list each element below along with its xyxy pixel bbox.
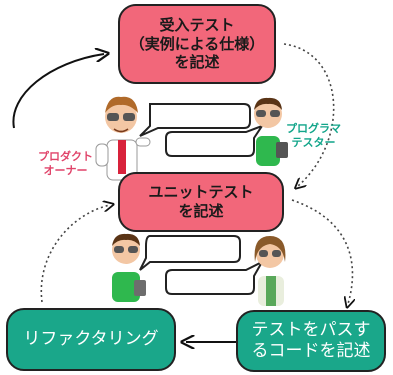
arrow-refactor-to-unittest — [40, 205, 110, 303]
product-owner-figure — [95, 96, 151, 181]
speech-bubble-lower-1 — [139, 235, 241, 271]
programmer-tester-label: プログラマ テスター — [286, 122, 341, 151]
product-owner-line1: プロダクト — [38, 150, 93, 163]
product-owner-line2: オーナー — [43, 164, 88, 178]
programmer-tester-figure-upper — [254, 97, 288, 166]
tester-figure-lower — [254, 236, 286, 306]
speech-bubble-upper-2 — [165, 123, 265, 157]
speech-bubble-upper-1 — [139, 103, 251, 137]
acceptance-test-line3: を記述 — [174, 53, 220, 72]
arrow-unittest-to-passcode — [291, 199, 352, 304]
arrow-acceptance-to-unittest — [283, 43, 335, 186]
programmer-figure-lower — [112, 233, 146, 302]
unit-test-line1: ユニットテスト — [148, 183, 254, 202]
refactoring-label: リファクタリング — [23, 328, 159, 349]
programmer-tester-line1: プログラマ — [286, 122, 341, 135]
product-owner-label: プロダクト オーナー — [38, 150, 93, 179]
pass-code-line1: テストをパスす — [251, 319, 371, 340]
programmer-tester-line2: テスター — [291, 136, 336, 150]
acceptance-test-line1: 受入テスト — [159, 15, 235, 34]
refactoring-box: リファクタリング — [6, 308, 176, 371]
pass-code-box: テストをパスす るコードを記述 — [236, 310, 386, 372]
arrow-refactor-to-acceptance — [12, 54, 104, 129]
acceptance-test-box: 受入テスト （実例による仕様） を記述 — [118, 4, 276, 84]
speech-bubble-lower-2 — [165, 259, 265, 295]
pass-code-line2: るコードを記述 — [251, 341, 371, 361]
unit-test-box: ユニットテスト を記述 — [118, 172, 284, 232]
acceptance-test-line2: （実例による仕様） — [129, 34, 265, 53]
unit-test-line2: を記述 — [178, 202, 224, 220]
